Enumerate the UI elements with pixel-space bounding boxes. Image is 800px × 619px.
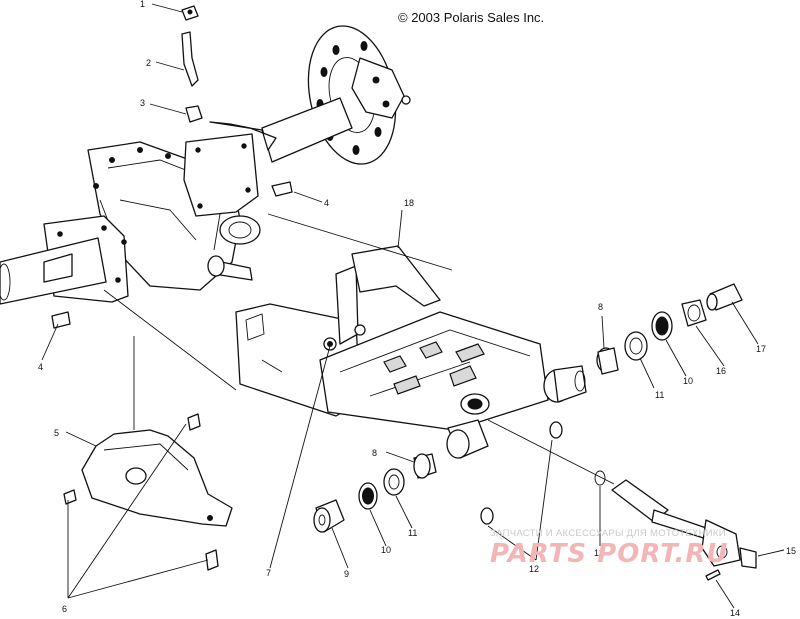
callout-11-lower: 11 [408,528,417,538]
leader-lines [41,3,785,609]
callout-18: 18 [404,198,414,208]
frame-line-2 [267,213,453,271]
callout-3: 3 [140,98,145,108]
pivot-bolt-9 [313,499,345,533]
drive-shaft-15 [611,479,757,569]
callout-2: 2 [146,58,151,68]
swing-arm [235,245,549,431]
bearing-cone-11-lower [383,468,405,496]
callout-4-lower: 4 [38,362,43,372]
callout-4-upper: 4 [324,198,329,208]
bushing-8-lower [413,453,437,479]
bearing-10-upper [651,311,673,341]
left-axle-flange [0,215,129,305]
seal-16 [681,299,707,327]
callout-16: 16 [716,366,726,376]
bearing-10-lower [358,482,378,510]
callout-17: 17 [756,344,766,354]
callout-10-upper: 10 [683,376,693,386]
skid-plate-5 [81,429,233,527]
callout-13: 13 [594,548,604,558]
ring-12-upper [549,421,563,439]
callout-8-lower: 8 [372,448,377,458]
bolt-4-upper [271,181,293,197]
ring-12-lower [480,507,494,525]
frame-line-1 [103,289,237,391]
nut-18 [354,324,366,336]
tube-2 [181,31,199,87]
bolt-6-b [187,413,201,431]
snap-ring-13 [594,470,606,486]
shaft-guide-line [487,419,615,485]
brake-disc [307,25,411,165]
callout-7: 7 [266,568,271,578]
callout-14: 14 [730,608,740,618]
axle-tube [209,97,353,163]
nut-7 [323,337,337,351]
callout-15: 15 [786,546,796,556]
watermark-logo: PARTS PORT.RU [490,539,729,569]
callout-10-lower: 10 [381,545,391,555]
callout-6: 6 [62,604,67,614]
bushing-upper-pivot [543,365,587,403]
bolt-6-a [63,489,77,505]
pivot-bolt-17 [706,283,743,311]
callout-8-upper: 8 [598,302,603,312]
copyright-text: © 2003 Polaris Sales Inc. [398,10,544,25]
bearing-cone-11-upper [624,331,648,361]
bolt-6-c [205,549,219,571]
bolt-4-lower [51,311,71,329]
bushing-lower-pivot [446,419,489,459]
rear-gearcase [87,133,261,291]
bushing-8-upper [596,347,619,375]
roll-pin-14 [705,569,721,581]
bolt-1 [181,5,199,21]
callout-1: 1 [140,0,145,9]
callout-12: 12 [529,564,539,574]
nut-3 [185,105,203,123]
callout-9: 9 [344,569,349,579]
callout-11-upper: 11 [655,390,664,400]
callout-5: 5 [54,428,59,438]
watermark-caption: ЗАПЧАСТИ И АКСЕССУАРЫ ДЛЯ МОТОТЕХНИКИ [490,528,726,539]
